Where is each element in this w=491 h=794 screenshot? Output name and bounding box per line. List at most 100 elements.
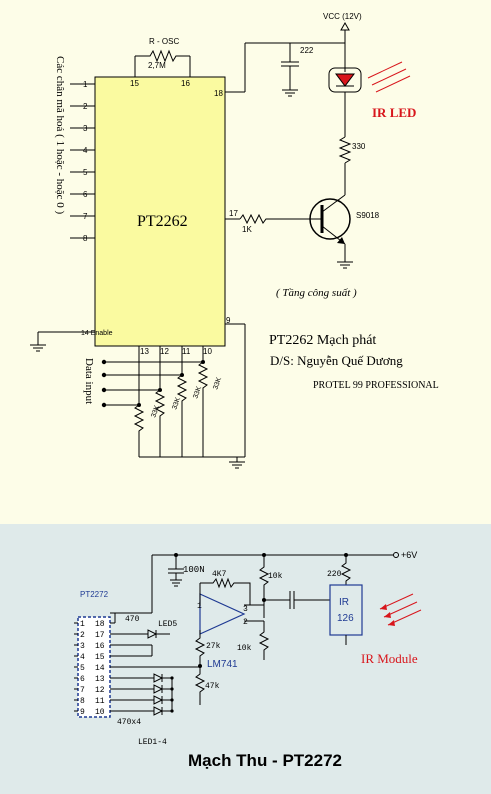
r220-label: 220 (327, 570, 342, 579)
software-label: PROTEL 99 PROFESSIONAL (313, 380, 439, 391)
ground-symbol-cap100n (170, 579, 182, 587)
pt2272-pin-10-label: 10 (95, 708, 105, 717)
vplus-label: +6V (401, 550, 417, 560)
led-1-diode-icon (153, 673, 164, 683)
r47k-label: 47k (205, 682, 220, 691)
transistor-label: S9018 (356, 211, 380, 220)
ir126-label-1: IR (339, 597, 349, 608)
ground-symbol-transistor (337, 261, 353, 269)
data-input-section (101, 346, 245, 462)
pt2272-pin-3-label: 3 (80, 642, 85, 651)
pt2272-pin-8-label: 8 (80, 697, 85, 706)
led-3-diode-icon (153, 695, 164, 705)
ir-module-label: IR Module (361, 651, 418, 666)
receiver-title: Mạch Thu - PT2272 (188, 751, 342, 770)
pt2272-pin-5-label: 5 (80, 664, 85, 673)
r-osc-label: R - OSC (149, 37, 179, 46)
pin11-label: 11 (182, 347, 191, 356)
pt2272-pin-18-label: 18 (95, 620, 105, 629)
opamp-pin1-label: 1 (197, 602, 202, 611)
pt2272-pin-2-label: 2 (80, 631, 85, 640)
transistor-collector (321, 194, 346, 213)
pt2262-pin-4-label: 4 (83, 146, 88, 155)
pin16-label: 16 (181, 79, 190, 88)
led1-4-array (110, 673, 174, 716)
led5-diode-icon (147, 629, 158, 639)
pt2262-pin-2-label: 2 (83, 102, 88, 111)
r470-label: 470 (125, 615, 140, 624)
r330-label: 330 (352, 142, 366, 151)
pt2262-left-pins: 1 2 3 4 5 6 7 8 (70, 80, 95, 243)
r220-resistor (340, 555, 352, 585)
pin12-label: 12 (160, 347, 169, 356)
r33k-label-1: 33K (150, 404, 161, 418)
pin13-label: 13 (140, 347, 149, 356)
pt2262-pin-8-label: 8 (83, 234, 88, 243)
data-input-label: Data input (83, 358, 95, 404)
r470x4-label: 470x4 (117, 718, 141, 727)
led-2-diode-icon (153, 684, 164, 694)
vcc-arrow-icon (340, 21, 350, 31)
r4k7-label: 4K7 (212, 570, 227, 579)
ir-receive-arrows-icon (379, 593, 422, 626)
r1k-resistor (239, 213, 322, 225)
transmitter-title: PT2262 Mạch phát (269, 333, 376, 348)
pt2272-pin-11-label: 11 (95, 697, 105, 706)
pt2262-pin-7-label: 7 (83, 212, 88, 221)
transistor-emitter-arrow-icon (337, 237, 345, 244)
pt2272-pin-17-label: 17 (95, 631, 105, 640)
pin14-label: 14 Enable (81, 330, 113, 337)
lm741-label: LM741 (207, 659, 238, 670)
receiver-circuit: +6V 100N 1 3 2 LM741 4K7 10k (74, 550, 422, 770)
pt2272-pin-12-label: 12 (95, 686, 105, 695)
r33k-label-4: 33K (212, 376, 223, 390)
r1k-label: 1K (242, 225, 252, 234)
pt2272-pin-7-label: 7 (80, 686, 85, 695)
r330-resistor (338, 136, 352, 164)
lm741-opamp (199, 593, 246, 635)
vcc-label: VCC (12V) (323, 12, 362, 21)
cap222-label: 222 (300, 46, 314, 55)
opamp-pin3-label: 3 (243, 605, 248, 614)
pin17-label: 17 (229, 209, 238, 218)
pt2272-pin-13-label: 13 (95, 675, 105, 684)
opamp-pin2-label: 2 (243, 618, 248, 627)
pt2272-pin-9-label: 9 (80, 708, 85, 717)
r47k-resistor (194, 666, 206, 705)
r4k7-resistor (200, 577, 251, 605)
designer-label: D/S: Nguyễn Quế Dương (270, 353, 403, 368)
led1-4-label: LED1-4 (138, 738, 167, 747)
pt2272-pin-15-label: 15 (95, 653, 105, 662)
pt2262-chip (94, 76, 226, 347)
pin18-label: 18 (214, 89, 223, 98)
r10k-bottom-resistor (258, 621, 270, 660)
pt2262-pin-1-label: 1 (83, 80, 88, 89)
ir-emission-arrows-icon (367, 61, 411, 93)
pt2272-label: PT2272 (80, 590, 109, 599)
r10k-top-resistor (258, 555, 270, 618)
pt2262-label: PT2262 (137, 213, 188, 230)
cap100n-label: 100N (183, 565, 205, 575)
r10k-bottom-label: 10k (237, 644, 252, 653)
pt2272-pin-4-label: 4 (80, 653, 85, 662)
pt2262-pin-3-label: 3 (83, 124, 88, 133)
pt2272-chip (77, 616, 111, 718)
pt2272-pin-16-label: 16 (95, 642, 105, 651)
vplus-terminal (393, 552, 399, 558)
led5-label: LED5 (158, 620, 177, 629)
pt2262-pin-5-label: 5 (83, 168, 88, 177)
power-stage-label: ( Tầng công suất ) (276, 287, 357, 299)
r-osc-value: 2,7M (148, 61, 166, 70)
pin15-label: 15 (130, 79, 139, 88)
r-osc-resistor (135, 49, 190, 63)
ir-led-diode-icon (335, 73, 355, 87)
pt2272-pin-1-label: 1 (80, 620, 85, 629)
r27k-resistor (194, 630, 206, 666)
pt2262-pin-6-label: 6 (83, 190, 88, 199)
pt2272-pin-6-label: 6 (80, 675, 85, 684)
r33k-label-2: 33K (171, 396, 182, 410)
